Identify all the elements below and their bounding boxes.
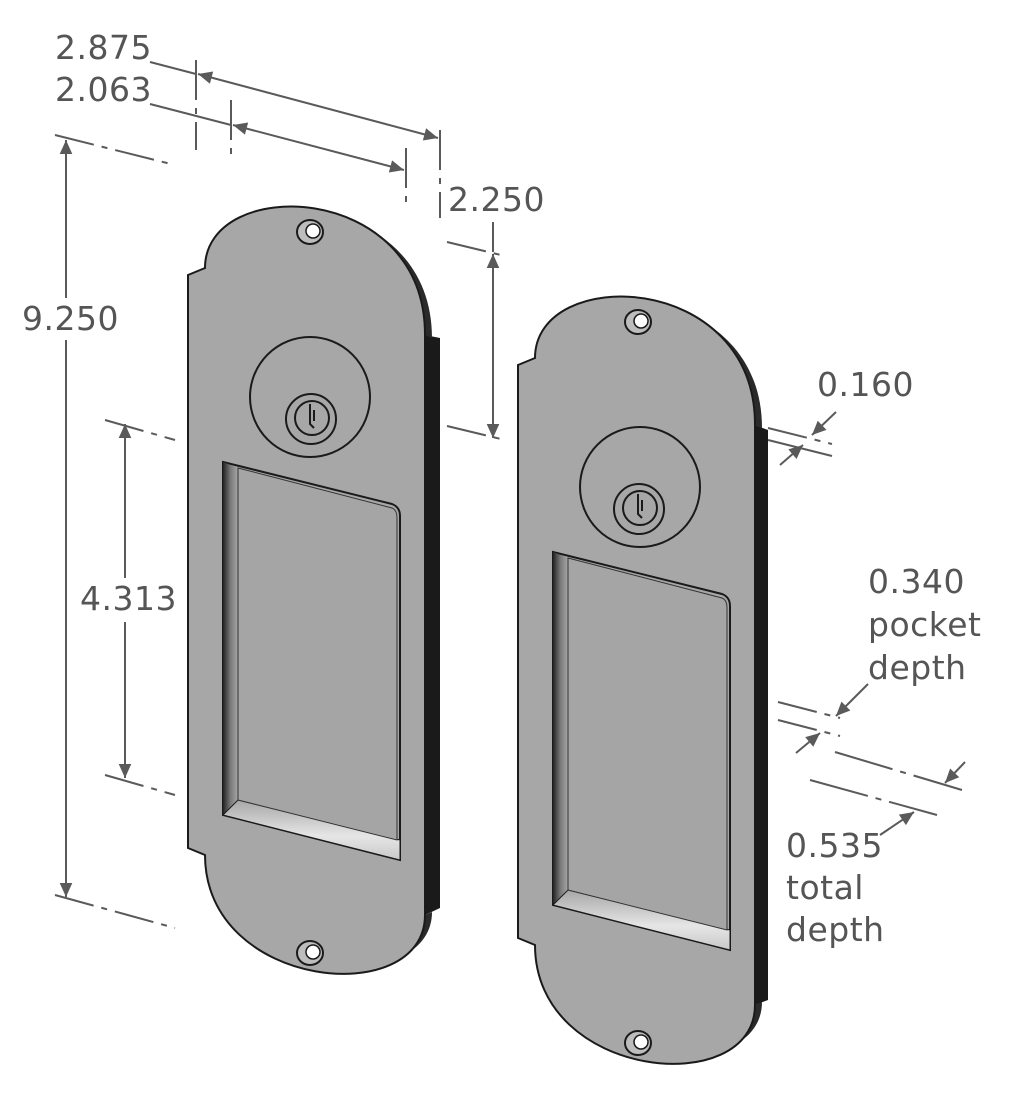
left-screw-hole-top [296, 219, 324, 245]
right-pull-plate [517, 295, 768, 1065]
dim-total-depth-label-1: total [786, 868, 864, 907]
left-screw-hole-bottom [296, 940, 324, 966]
dim-top-to-lock: 2.250 [448, 180, 545, 219]
dim-2063-lines [149, 100, 407, 210]
right-finger-pocket [552, 550, 731, 952]
dim-total-depth-label-2: depth [786, 910, 885, 949]
dim-pocket-depth-value: 0.340 [868, 562, 965, 601]
dim-2250-lines [446, 222, 506, 441]
dim-2875-lines [149, 60, 441, 218]
right-lock-cylinder [579, 426, 701, 548]
dim-total-depth-value: 0.535 [786, 826, 883, 865]
right-screw-hole-bottom [624, 1030, 652, 1056]
left-lock-cylinder [249, 336, 371, 458]
left-finger-pocket [222, 460, 401, 862]
left-plate-edge [425, 335, 440, 915]
right-plate-edge [755, 425, 768, 1005]
dim-overall-width: 2.875 [55, 28, 152, 67]
dim-9250-lines [54, 134, 176, 929]
dimension-lines [54, 60, 966, 929]
dim-0160-lines [767, 411, 837, 466]
right-screw-hole-top [624, 309, 652, 335]
dim-pocket-depth-label-2: depth [868, 648, 967, 687]
dim-overall-height: 9.250 [22, 299, 119, 338]
dim-0535-lines [809, 751, 966, 836]
dim-pocket-depth-label-1: pocket [868, 605, 982, 644]
dim-pocket-height: 4.313 [80, 579, 177, 618]
dim-plate-thickness: 0.160 [817, 365, 914, 404]
dim-4313-lines [104, 419, 176, 796]
dim-inner-width: 2.063 [55, 70, 152, 109]
left-pull-plate [187, 205, 440, 975]
dim-0340-lines [777, 683, 869, 754]
